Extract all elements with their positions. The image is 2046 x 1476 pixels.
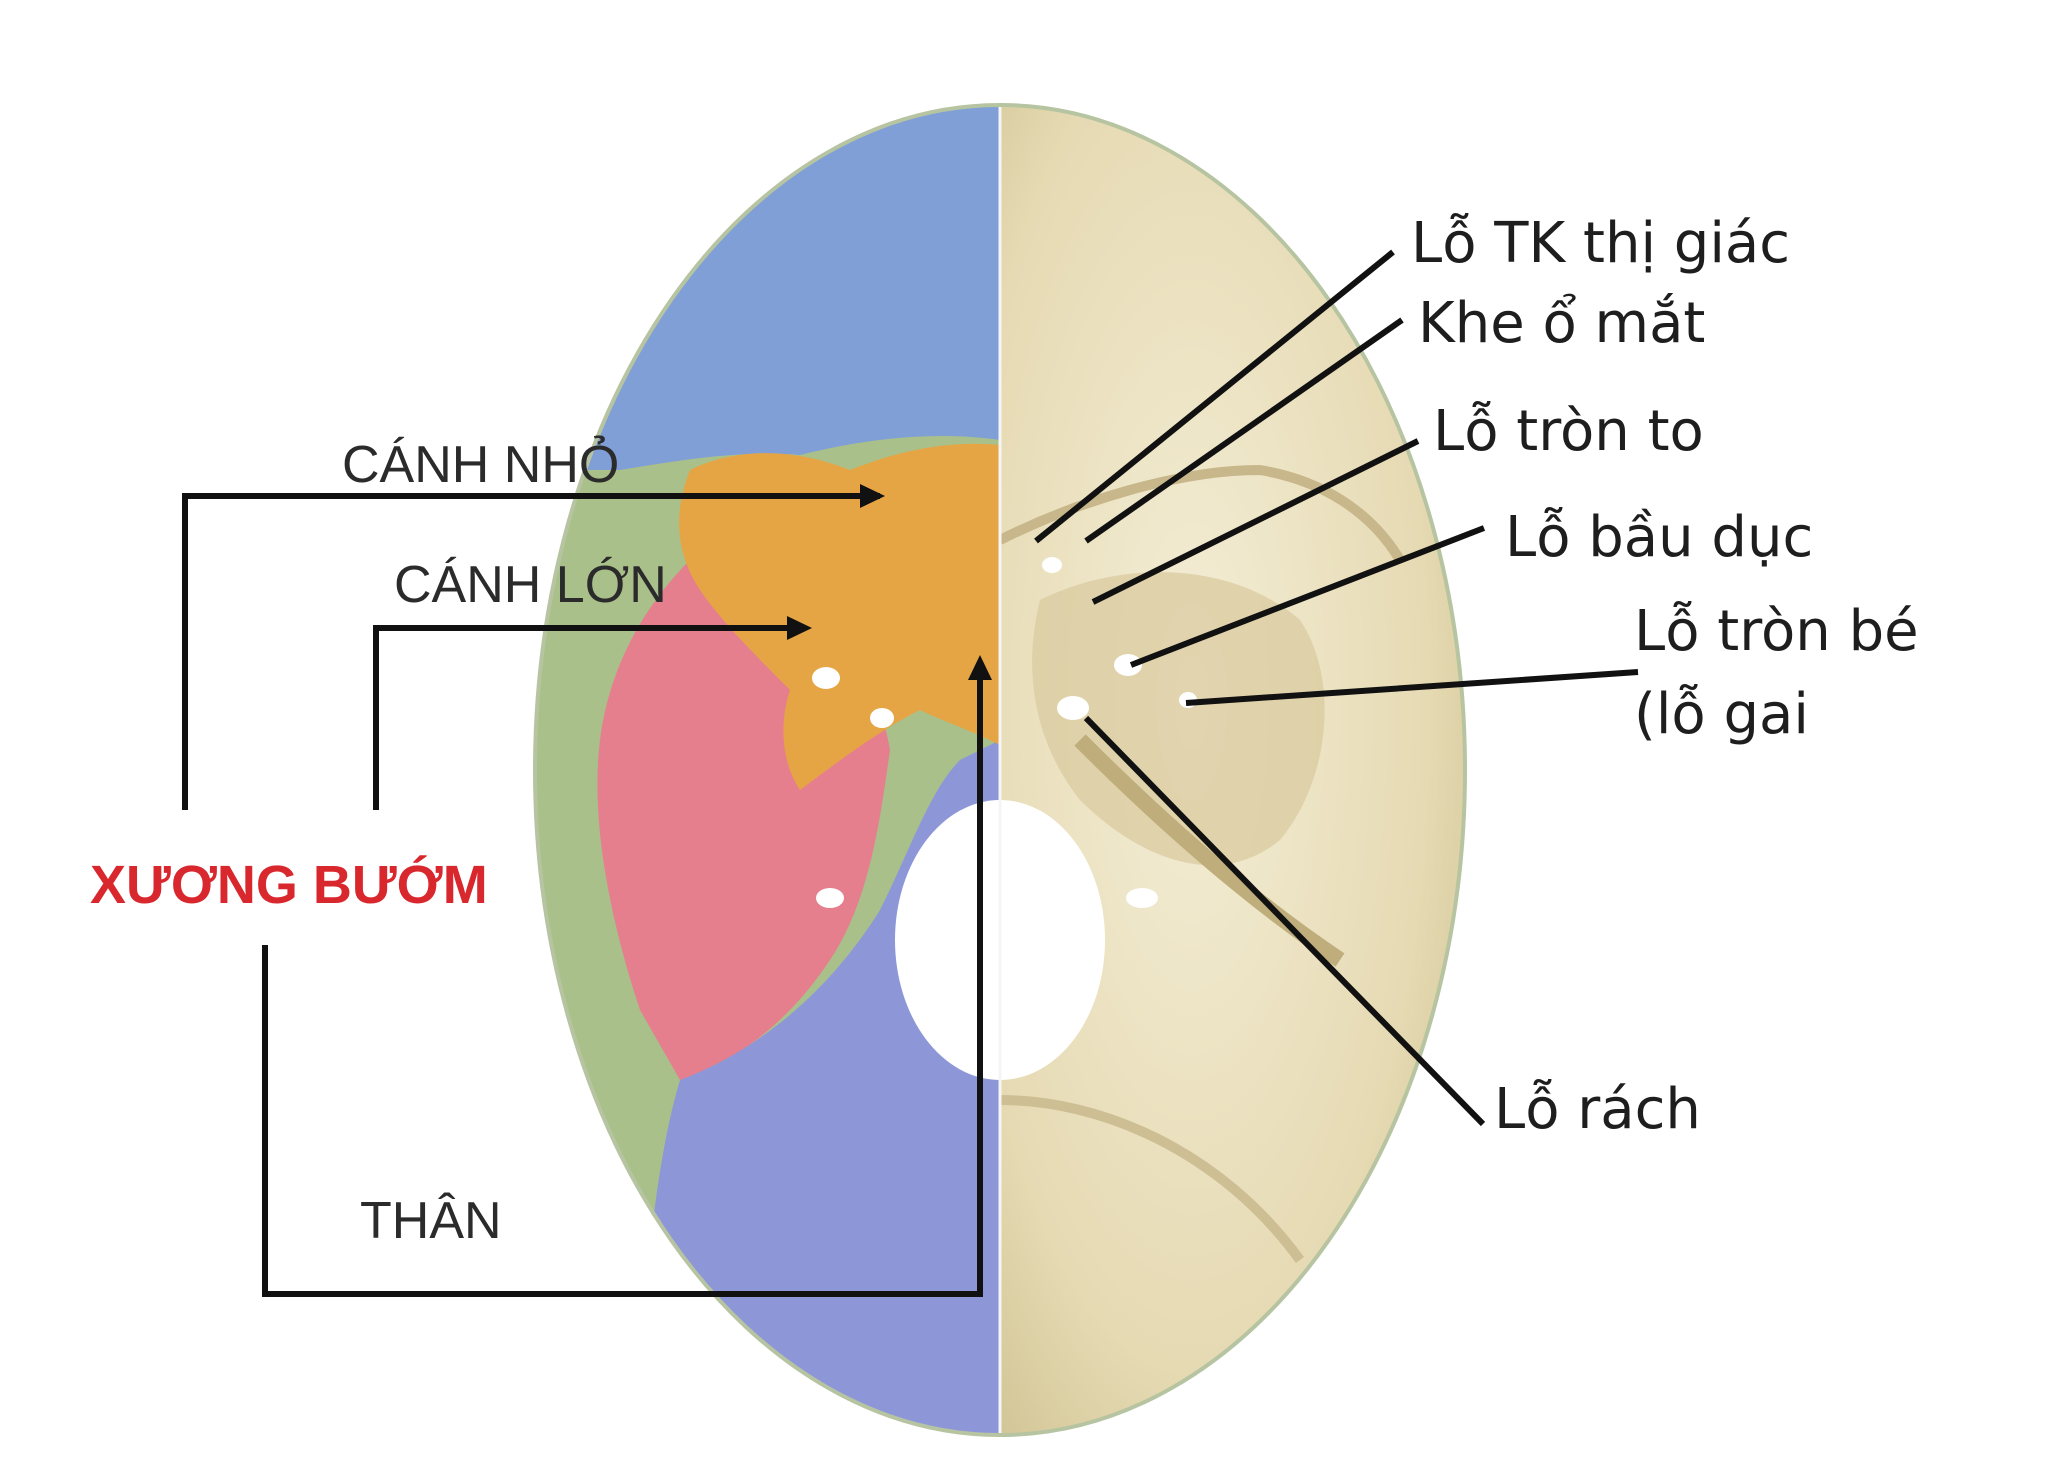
left-foramen-1 <box>812 667 840 689</box>
lesser-wing-arrowhead <box>860 484 885 508</box>
foramen-ovale-hole <box>1114 654 1142 676</box>
lesser-wing-label: CÁNH NHỎ <box>342 435 619 494</box>
posterior-fossa-shadow <box>1000 1095 1305 1263</box>
middle-fossa-shadow <box>1032 572 1325 866</box>
greater-wing-label: CÁNH LỚN <box>394 556 667 614</box>
foramen-lacerum-label: Lỗ rách <box>1494 1077 1701 1142</box>
orbital-fissure-leader <box>1084 317 1404 544</box>
right-leader-lines <box>1034 249 1639 1127</box>
body-label: THÂN <box>360 1192 502 1250</box>
foramen-ovale-leader <box>1129 525 1486 668</box>
sphenoid-bone-title: XƯƠNG BƯỚM <box>90 855 488 915</box>
orbital-fissure-label: Khe ổ mắt <box>1418 291 1705 356</box>
foramen-ovale-label: Lỗ bầu dục <box>1505 505 1813 570</box>
greater-wing-leader <box>373 625 805 810</box>
foramen-rotundum-leader <box>1091 438 1420 605</box>
foramen-spinosum-label-line1: Lỗ tròn bé <box>1634 599 1919 664</box>
skull-illustration <box>535 105 1465 1435</box>
foramen-lacerum-leader <box>1083 715 1486 1127</box>
foramen-spinosum-leader <box>1185 669 1639 706</box>
optic-foramen-hole <box>1042 557 1062 573</box>
left-foramen-3 <box>816 888 844 908</box>
foramen-rotundum-label: Lỗ tròn to <box>1433 399 1704 464</box>
sphenoid-bone-region <box>679 443 1000 790</box>
skull-right-natural-half <box>1000 105 1465 1435</box>
body-arrowhead <box>968 655 992 680</box>
lesser-wing-leader <box>182 493 880 810</box>
skull-outline <box>533 103 1467 1437</box>
body-leader <box>262 662 983 1297</box>
optic-canal-leader <box>1034 249 1395 544</box>
skull-left-colored-half <box>535 105 1000 1435</box>
left-leader-lines <box>182 484 992 1297</box>
foramen-spinosum-label-line2: (lỗ gai <box>1634 682 1809 747</box>
petrous-ridge <box>1074 734 1345 967</box>
optic-canal-label: Lỗ TK thị giác <box>1411 211 1790 276</box>
jugular-foramen-hole <box>1126 888 1158 908</box>
foramen-lacerum-hole <box>1057 696 1089 720</box>
greater-wing-arrowhead <box>787 616 812 640</box>
left-foramen-2 <box>870 708 894 728</box>
